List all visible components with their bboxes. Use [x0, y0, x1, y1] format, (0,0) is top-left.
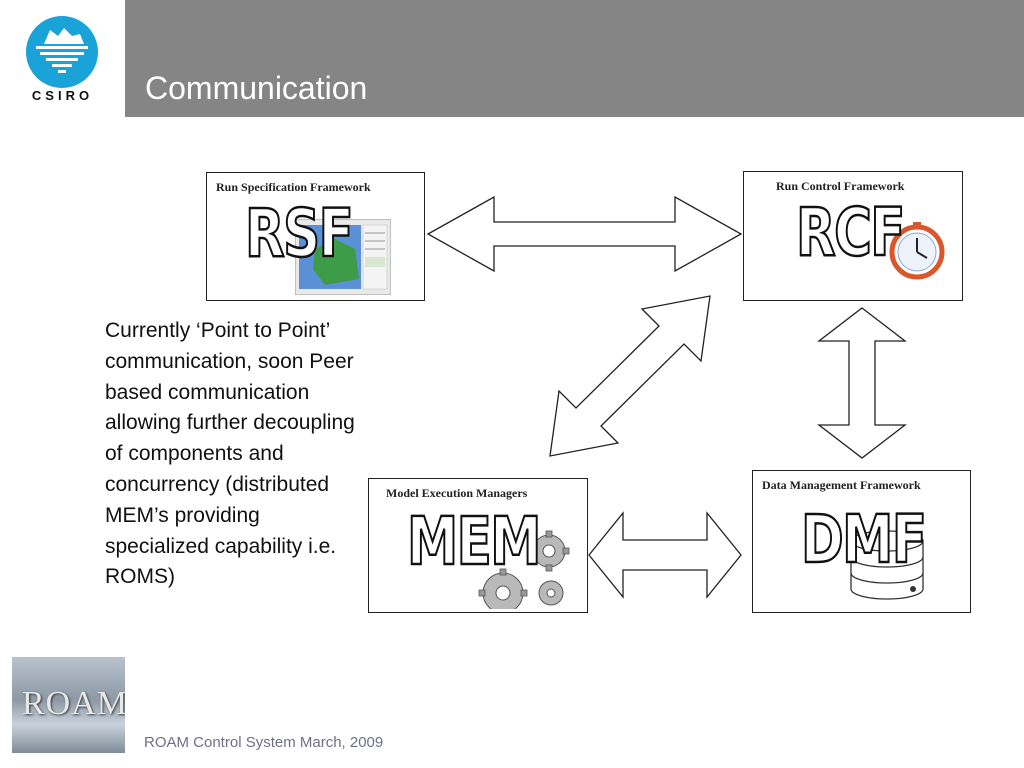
- arrow-rcf-dmf: [817, 307, 907, 459]
- csiro-logo: CSIRO: [0, 0, 125, 117]
- rsf-abbreviation: RSF: [244, 195, 355, 272]
- arrow-mem-rcf: [549, 295, 711, 457]
- rsf-box: Run Specification Framework RSF: [206, 172, 425, 301]
- title-bar: Communication: [125, 0, 1024, 117]
- description-text: Currently ‘Point to Point’ communication…: [105, 319, 355, 589]
- database-icon: [850, 530, 924, 600]
- csiro-logo-text: CSIRO: [31, 88, 94, 103]
- dmf-label: Data Management Framework: [762, 478, 921, 492]
- arrow-mem-dmf: [588, 511, 742, 599]
- mem-label: Model Execution Managers: [386, 486, 528, 500]
- arrow-rsf-rcf: [426, 195, 743, 273]
- roam-logo: ROAM: [12, 657, 125, 753]
- clock-icon: [889, 222, 945, 280]
- roam-logo-text: ROAM: [22, 685, 125, 722]
- rsf-label: Run Specification Framework: [216, 180, 371, 194]
- dmf-abbreviation: DMF: [800, 501, 928, 578]
- rsf-screenshot-icon: [295, 219, 391, 295]
- rcf-abbreviation: RCF: [795, 194, 906, 271]
- rcf-label: Run Control Framework: [776, 179, 905, 193]
- rcf-box: Run Control Framework RCF: [743, 171, 963, 301]
- mem-abbreviation: MEM: [406, 503, 542, 580]
- dmf-box: Data Management Framework DMF: [752, 470, 971, 613]
- slide-title: Communication: [145, 70, 368, 106]
- csiro-logo-icon: [26, 16, 98, 88]
- mem-box: Model Execution Managers MEM: [368, 478, 588, 613]
- footer-text: ROAM Control System March, 2009: [144, 734, 384, 751]
- gears-icon: [478, 530, 570, 609]
